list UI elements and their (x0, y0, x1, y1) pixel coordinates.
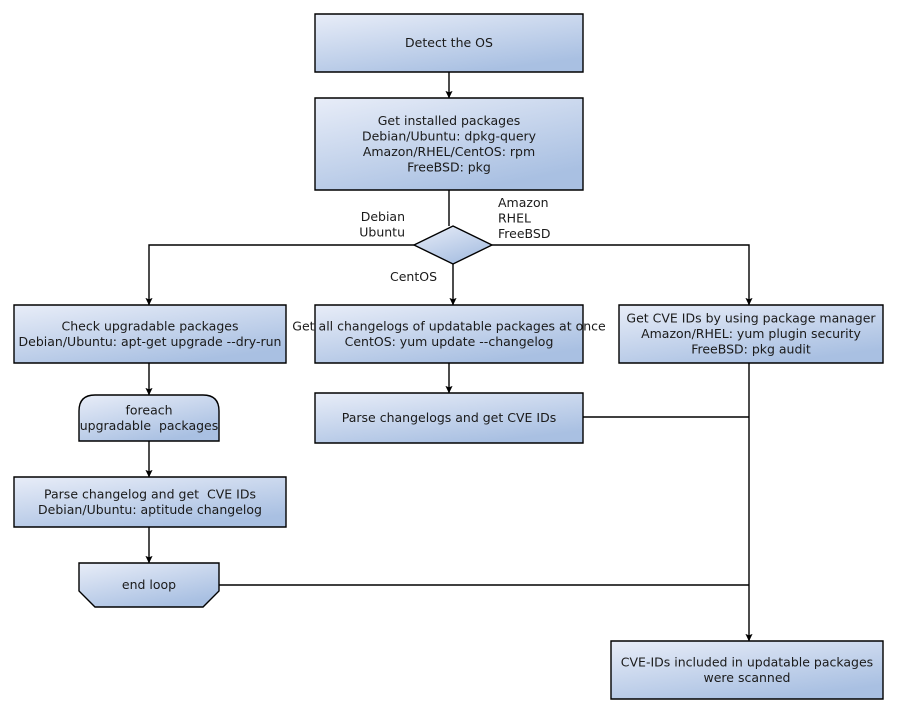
edges-layer (145, 72, 753, 642)
node-detect-os[interactable]: Detect the OS (314, 13, 584, 73)
connector-decision-to-check-upgradable (145, 244, 414, 306)
node-end-loop[interactable]: end loop (78, 562, 220, 608)
edge-label-label-centos: CentOS (390, 269, 437, 284)
node-shape-detect-os (314, 13, 584, 73)
node-label-detect-os: Detect the OS (405, 35, 493, 50)
node-os-decision[interactable] (412, 225, 494, 265)
node-shape-parse-changelog-cve-ids (13, 476, 287, 528)
node-shape-get-cve-ids-package-manager (618, 304, 884, 364)
node-shape-foreach-upgradable-packages (78, 394, 220, 442)
node-shape-end-loop (78, 562, 220, 608)
node-shape-check-upgradable-packages (13, 304, 287, 364)
node-label-end-loop: end loop (122, 577, 176, 592)
node-get-all-changelogs[interactable]: Get all changelogs of updatable packages… (292, 304, 606, 364)
node-shape-get-all-changelogs (314, 304, 584, 364)
connector-decision-to-package-manager (492, 244, 753, 306)
node-label-parse-changelogs-cve-ids: Parse changelogs and get CVE IDs (342, 410, 556, 425)
node-shape-parse-changelogs-cve-ids (314, 392, 584, 444)
node-shape-os-decision (412, 225, 494, 265)
node-parse-changelogs-cve-ids[interactable]: Parse changelogs and get CVE IDs (314, 392, 584, 444)
node-shape-get-installed-packages (314, 97, 584, 191)
node-shape-cve-ids-scanned (610, 640, 884, 700)
node-label-get-all-changelogs: Get all changelogs of updatable packages… (292, 318, 606, 349)
